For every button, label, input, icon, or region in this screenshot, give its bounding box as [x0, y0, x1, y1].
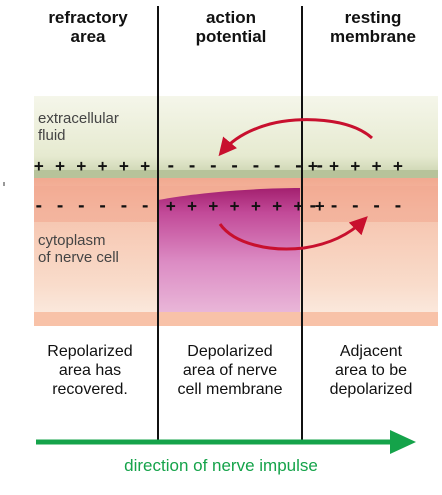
label-line: cytoplasm	[38, 232, 106, 249]
caption-resting: Adjacent area to be depolarized	[302, 342, 440, 399]
charge-top-left: + + + + + +	[34, 156, 151, 175]
lower-membrane-strip	[34, 312, 438, 326]
caption-line: Repolarized	[47, 343, 133, 360]
header-resting-membrane: resting membrane	[304, 8, 442, 46]
caption-line: recovered.	[52, 381, 128, 398]
caption-line: Adjacent	[339, 343, 403, 360]
header-line: area	[70, 27, 106, 46]
caption-line: area of nerve	[182, 362, 278, 379]
header-line: potential	[195, 27, 267, 46]
caption-action-potential: Depolarized area of nerve cell membrane	[158, 342, 302, 399]
charge-top-right: + + + + +	[308, 156, 404, 175]
impulse-direction-arrowhead	[390, 430, 416, 454]
local-current-arrow-bottom	[218, 216, 368, 251]
header-line: membrane	[330, 27, 416, 46]
header-line: resting	[344, 8, 402, 27]
charge-top-mid: - - - - - - - -	[166, 156, 326, 175]
header-line: action	[205, 8, 257, 27]
membrane-outer-layer	[34, 170, 438, 178]
charge-bottom-mid: + + + + + + + +	[166, 196, 326, 215]
caption-refractory: Repolarized area has recovered.	[22, 342, 158, 399]
charge-bottom-right: - - - - -	[308, 196, 404, 215]
label-line: extracellular	[38, 110, 119, 127]
direction-of-impulse-label: direction of nerve impulse	[124, 456, 318, 475]
depolarized-region	[158, 188, 300, 312]
label-line: fluid	[38, 127, 66, 144]
caption-line: cell membrane	[177, 381, 283, 398]
caption-line: Depolarized	[187, 343, 273, 360]
cytoplasm-label: cytoplasm of nerve cell	[38, 232, 119, 266]
header-refractory-area: refractory area	[18, 8, 158, 46]
caption-line: depolarized	[329, 381, 413, 398]
label-line: of nerve cell	[38, 249, 119, 266]
extracellular-fluid-label: extracellular fluid	[38, 110, 119, 144]
header-line: refractory	[48, 8, 128, 27]
charge-bottom-left: - - - - - -	[34, 196, 151, 215]
caption-line: area has	[58, 362, 122, 379]
local-current-arrow-top	[218, 118, 374, 157]
header-action-potential: action potential	[160, 8, 302, 46]
caption-line: area to be	[334, 362, 408, 379]
